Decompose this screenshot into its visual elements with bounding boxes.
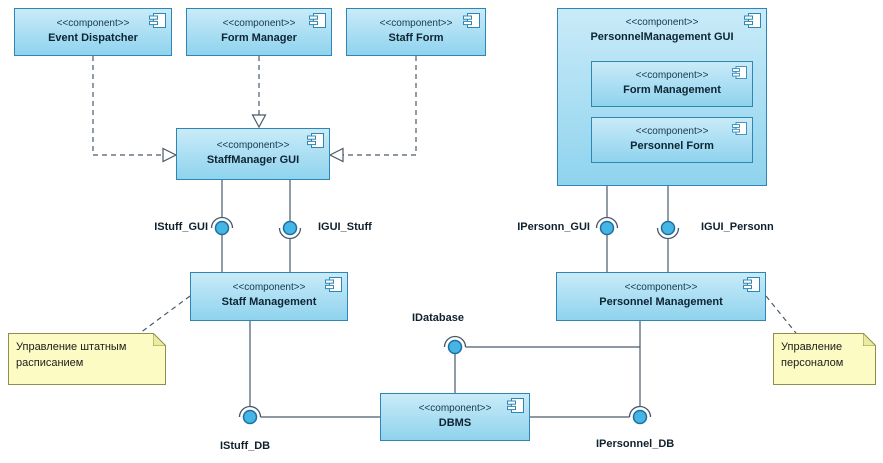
stereotype-label: <<component>> xyxy=(216,140,290,151)
interface-label-istuff-gui: IStuff_GUI xyxy=(154,221,208,233)
component-name: DBMS xyxy=(438,417,472,429)
component-name: Form Management xyxy=(623,84,721,96)
component-name: Personnel Form xyxy=(630,140,714,152)
component-event-dispatcher: <<component>> Event Dispatcher xyxy=(14,8,172,56)
note-fold-icon xyxy=(863,333,876,346)
note-anchor-staff xyxy=(139,295,191,334)
component-name: Personnel Management xyxy=(599,296,723,308)
note-personnel-management: Управление персоналом xyxy=(773,333,876,385)
component-name: Staff Management xyxy=(221,296,317,308)
interface-igui-stuff xyxy=(278,180,302,272)
component-name: Staff Form xyxy=(388,32,444,44)
stereotype-label: <<component>> xyxy=(232,282,306,293)
interface-istuff-db xyxy=(238,321,380,425)
interface-ipersonn-gui xyxy=(595,186,619,272)
component-personnel-form: <<component>> Personnel Form xyxy=(591,117,753,163)
component-name: StaffManager GUI xyxy=(206,154,300,166)
stereotype-label: <<component>> xyxy=(418,403,492,414)
component-dbms: <<component>> DBMS xyxy=(380,393,530,441)
interface-label-istuff-db: IStuff_DB xyxy=(220,440,271,452)
dependency-event-dispatcher-to-staffmanager-gui xyxy=(92,56,178,163)
component-staff-management: <<component>> Staff Management xyxy=(190,272,348,321)
component-icon xyxy=(744,13,761,28)
interface-igui-personn xyxy=(656,186,680,272)
stereotype-label: <<component>> xyxy=(222,18,296,29)
component-icon xyxy=(325,277,342,292)
component-form-management: <<component>> Form Management xyxy=(591,61,753,107)
stereotype-label: <<component>> xyxy=(625,17,699,28)
component-name: Event Dispatcher xyxy=(48,32,138,44)
stereotype-label: <<component>> xyxy=(635,70,709,81)
interface-istuff-gui xyxy=(210,180,234,272)
component-icon xyxy=(307,133,324,148)
component-icon xyxy=(743,277,760,292)
interface-idatabase xyxy=(443,335,640,393)
interface-ipersonnel-db xyxy=(530,321,652,425)
component-name: PersonnelManagement GUI xyxy=(590,31,734,43)
interface-label-igui-stuff: IGUI_Stuff xyxy=(318,221,372,233)
component-staffmanager-gui: <<component>> StaffManager GUI xyxy=(176,128,330,180)
component-icon xyxy=(463,13,480,28)
note-staff-management: Управление штатным расписанием xyxy=(8,333,166,385)
component-icon xyxy=(732,122,747,135)
interface-label-ipersonnel-db: IPersonnel_DB xyxy=(596,438,675,450)
dependency-form-manager-to-staffmanager-gui xyxy=(251,56,267,129)
stereotype-label: <<component>> xyxy=(379,18,453,29)
component-form-manager: <<component>> Form Manager xyxy=(186,8,332,56)
interface-label-ipersonn-gui: IPersonn_GUI xyxy=(517,221,590,233)
note-anchor-personnel xyxy=(765,295,797,334)
component-personnel-management: <<component>> Personnel Management xyxy=(556,272,766,321)
interface-label-idatabase: IDatabase xyxy=(412,312,464,324)
component-icon xyxy=(732,66,747,79)
note-fold-icon xyxy=(153,333,166,346)
stereotype-label: <<component>> xyxy=(56,18,130,29)
component-icon xyxy=(149,13,166,28)
component-staff-form: <<component>> Staff Form xyxy=(346,8,486,56)
component-personnel-management-gui: <<component>> PersonnelManagement GUI <<… xyxy=(557,8,767,186)
component-icon xyxy=(507,398,524,413)
stereotype-label: <<component>> xyxy=(624,282,698,293)
stereotype-label: <<component>> xyxy=(635,126,709,137)
component-icon xyxy=(309,13,326,28)
note-text: Управление персоналом xyxy=(781,341,844,369)
dependency-staff-form-to-staffmanager-gui xyxy=(328,56,417,163)
note-text: Управление штатным расписанием xyxy=(16,341,127,369)
component-name: Form Manager xyxy=(221,32,297,44)
interface-label-igui-personn: IGUI_Personn xyxy=(701,221,774,233)
